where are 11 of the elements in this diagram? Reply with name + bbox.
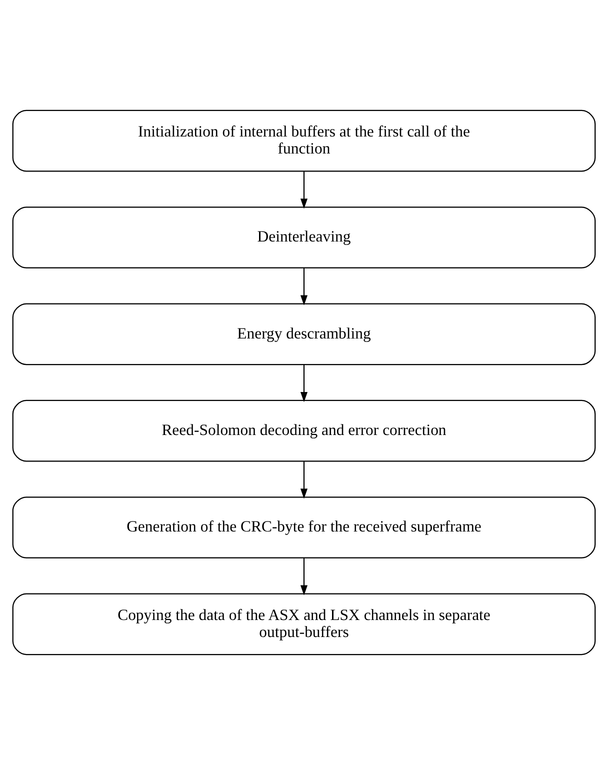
arrow xyxy=(300,460,308,498)
arrow xyxy=(300,170,308,208)
node-box: Energy descrambling xyxy=(12,302,596,365)
node-box: Copying the data of the ASX and LSX channels in separate output-buffers xyxy=(12,592,596,655)
node-box: Generation of the CRC-byte for the received superframe xyxy=(12,496,596,558)
arrow xyxy=(300,364,308,402)
arrow xyxy=(300,268,308,305)
node-box: Deinterleaving xyxy=(12,206,596,268)
arrow xyxy=(300,557,308,595)
node-box: Initialization of internal buffers at the first call of the function xyxy=(12,109,596,172)
node-box: Reed-Solomon decoding and error correction xyxy=(12,399,596,462)
